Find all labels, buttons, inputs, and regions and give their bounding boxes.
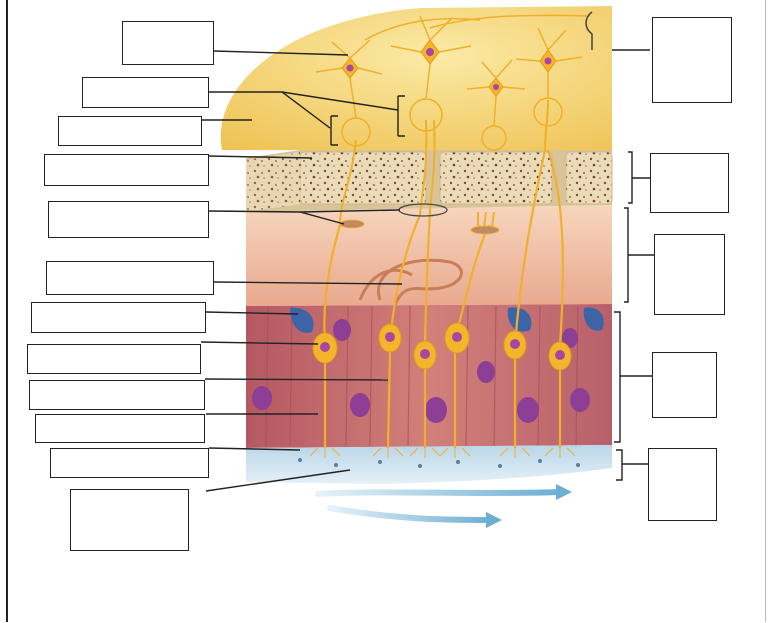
label-box-R5[interactable]: [648, 448, 717, 521]
cilia: [309, 447, 576, 458]
mitral-nuclei: [346, 48, 552, 90]
supporting-cells: [265, 305, 579, 447]
leader-lines: [200, 49, 654, 492]
label-box-L8[interactable]: [27, 344, 201, 374]
olfactory-tract-hook: [585, 11, 593, 50]
label-box-L3[interactable]: [58, 116, 202, 146]
label-box-R4[interactable]: [652, 352, 717, 418]
label-box-L1[interactable]: [122, 21, 214, 65]
airflow-arrowhead-2: [486, 512, 502, 528]
neuron-nuclei: [320, 332, 565, 360]
label-box-L7[interactable]: [31, 302, 206, 333]
label-box-L2[interactable]: [82, 77, 209, 108]
airflow-arrows: [315, 489, 563, 523]
olfactory-gland: [358, 258, 463, 306]
olfactory-bulb: [220, 6, 612, 150]
label-box-L6[interactable]: [46, 261, 214, 295]
label-box-L9[interactable]: [29, 380, 205, 410]
mitral-dendrites: [315, 14, 591, 127]
label-box-L5[interactable]: [48, 201, 209, 238]
label-box-L12[interactable]: [70, 489, 189, 551]
label-box-L11[interactable]: [50, 448, 209, 478]
airflow-arrowhead-1: [556, 484, 572, 500]
label-box-R2[interactable]: [650, 153, 729, 213]
label-box-L10[interactable]: [35, 414, 205, 443]
foramen-3: [470, 225, 500, 235]
basal-nuclei: [252, 319, 590, 423]
foramen-1: [339, 219, 365, 229]
label-box-R3[interactable]: [654, 234, 725, 315]
label-box-L4[interactable]: [44, 154, 209, 186]
cribriform-plate: [246, 150, 613, 212]
label-box-R1[interactable]: [652, 17, 732, 103]
axon-bundles: [339, 99, 549, 229]
mucus-layer: [246, 445, 612, 484]
mucus-dots: [298, 458, 580, 468]
